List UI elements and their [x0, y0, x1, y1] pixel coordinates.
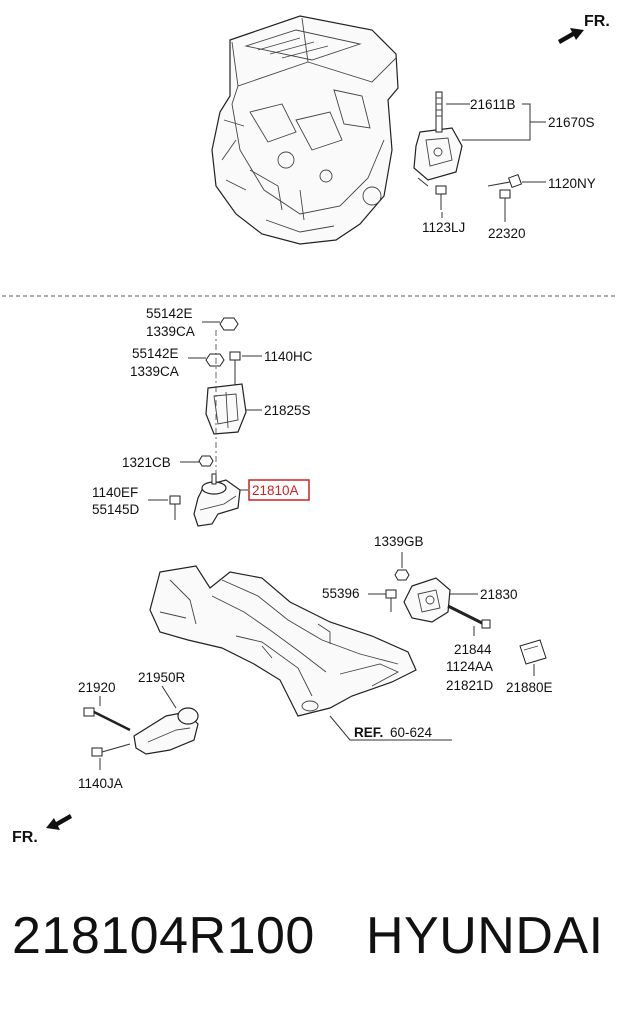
engine-mount-21810A: [193, 473, 241, 527]
plate-21880E: [519, 639, 547, 665]
bolt-1120NY: [487, 173, 523, 189]
roll-mount-21950R: [133, 707, 199, 755]
bolt-55396: [385, 589, 397, 612]
label-21821D: 21821D: [446, 678, 494, 693]
nut-1339GB: [394, 569, 410, 581]
label-1140HC: 1140HC: [264, 349, 313, 364]
subframe-crossmember: [149, 565, 417, 717]
fr-label-top: FR.: [584, 13, 610, 30]
bolt-21920: [83, 707, 131, 732]
highlight-box-21810A: [248, 479, 310, 501]
label-1124AA: 1124AA: [446, 659, 493, 674]
bolt-22320: [499, 189, 511, 214]
label-21844: 21844: [454, 642, 492, 657]
label-21611B: 21611B: [470, 97, 516, 112]
label-55145D: 55145D: [92, 502, 140, 517]
nut-55142E-lower: [205, 353, 225, 367]
label-55142E-upper: 55142E: [146, 306, 193, 321]
label-21950R: 21950R: [138, 670, 186, 685]
bolt-1123LJ: [435, 185, 447, 210]
diagram-canvas: FR.: [2, 13, 618, 846]
label-1339GB: 1339GB: [374, 534, 424, 549]
mount-bracket-21830: [403, 577, 451, 623]
label-1140EF: 1140EF: [92, 485, 138, 500]
label-1339CA-lower: 1339CA: [130, 364, 179, 379]
parts-diagram: FR.: [2, 13, 618, 846]
bolt-21844: [447, 604, 491, 629]
label-21920: 21920: [78, 680, 116, 695]
part-number: 218104R100: [12, 907, 315, 965]
fr-label-bottom: FR.: [12, 829, 38, 846]
stud-21611B: [435, 91, 443, 133]
label-ref-prefix: REF.: [354, 725, 383, 740]
label-1140JA: 1140JA: [78, 776, 123, 791]
engine-mount-bracket-21670S: [413, 127, 463, 187]
label-21670S: 21670S: [548, 115, 595, 130]
label-21830: 21830: [480, 587, 518, 602]
label-55396: 55396: [322, 586, 360, 601]
brand-name: HYUNDAI: [366, 907, 604, 965]
bracket-21825S: [205, 383, 247, 435]
front-direction-arrow-bottom-icon: [46, 814, 72, 830]
label-21880E: 21880E: [506, 680, 553, 695]
footer-caption: 218104R100 HYUNDAI: [0, 880, 620, 1000]
label-1123LJ: 1123LJ: [422, 220, 465, 235]
nut-55142E-upper: [219, 317, 239, 331]
label-21825S: 21825S: [264, 403, 311, 418]
label-ref-code: 60-624: [390, 725, 433, 740]
label-1120NY: 1120NY: [548, 176, 596, 191]
engine-block: [211, 15, 399, 245]
nut-1321CB: [198, 455, 214, 467]
label-1321CB: 1321CB: [122, 455, 171, 470]
label-22320: 22320: [488, 226, 526, 241]
bolt-1140EF: [169, 495, 181, 520]
label-1339CA-upper: 1339CA: [146, 324, 195, 339]
bolt-1140JA: [91, 743, 131, 757]
bolt-1140HC: [229, 351, 241, 388]
front-direction-arrow-top-icon: [558, 28, 584, 44]
label-55142E-lower: 55142E: [132, 346, 179, 361]
label-21810A: 21810A: [252, 483, 299, 498]
